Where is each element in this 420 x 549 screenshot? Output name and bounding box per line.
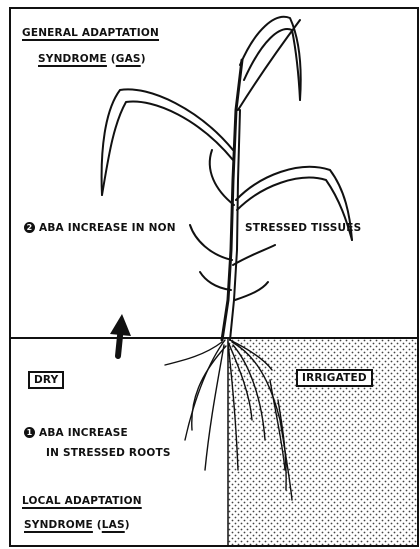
dry-label: DRY (28, 371, 64, 389)
las-subtitle: SYNDROME (LAS) (24, 519, 130, 531)
gas-title: GENERAL ADAPTATION (22, 27, 159, 39)
irrigated-label: IRRIGATED (296, 369, 373, 387)
aba-nonstressed-label-2: STRESSED TISSUES (245, 222, 361, 234)
aba-roots-label-2: IN STRESSED ROOTS (46, 447, 171, 459)
gas-subtitle: SYNDROME (GAS) (38, 53, 146, 65)
upward-signal-arrow (110, 314, 131, 356)
maize-plant (102, 17, 352, 340)
las-title: LOCAL ADAPTATION (22, 495, 142, 507)
